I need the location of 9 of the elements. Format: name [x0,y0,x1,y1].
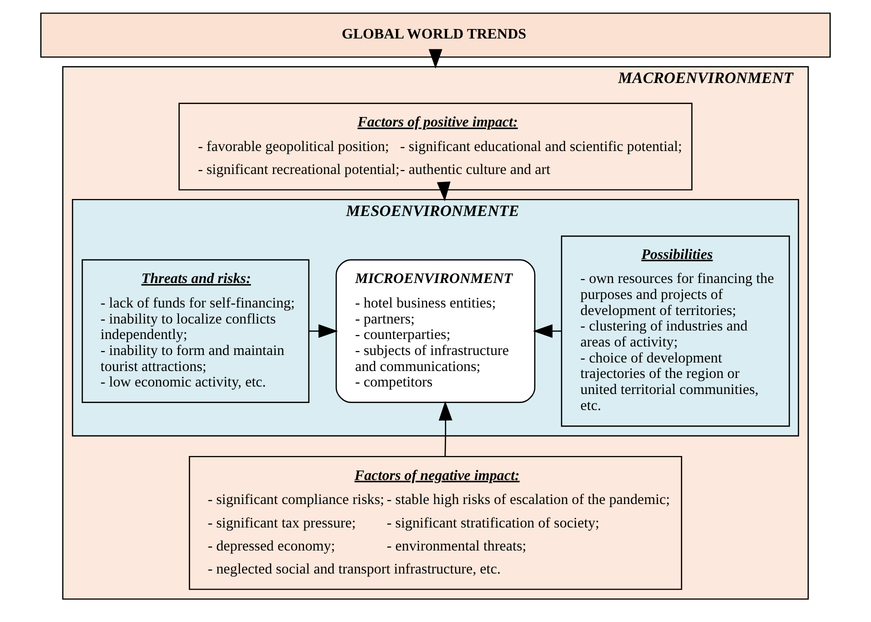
arrow [428,49,442,69]
arrow [533,324,562,338]
node-box: MICROENVIRONMENT - hotel business entities; - partners; - counterparties; - subjects of infrastructure and communications; - competitors [336,259,536,403]
node-box: Factors of negative impact: - significant compliance risks; - stable high risks of escalation of the pandemic; - significant tax pressure; - significant stratification of society; - depressed economy; - environmental threats; - neglected social and transport infrastructure, etc. [188,456,682,590]
arrow [438,400,452,456]
node-box: Threats and risks: - lack of funds for self-financing; - inability to localize conflicts independently; - inability to form and maintain tourist attractions; - low economic activity, etc. [82,259,310,403]
node-box: Possibilities - own resources for financing the purposes and projects of development of territories; - clustering of industries and areas of activity; - choice of development trajectories of the region or united territorial communities, etc. [560,235,790,427]
arrow [436,182,451,202]
arrow [308,324,338,338]
